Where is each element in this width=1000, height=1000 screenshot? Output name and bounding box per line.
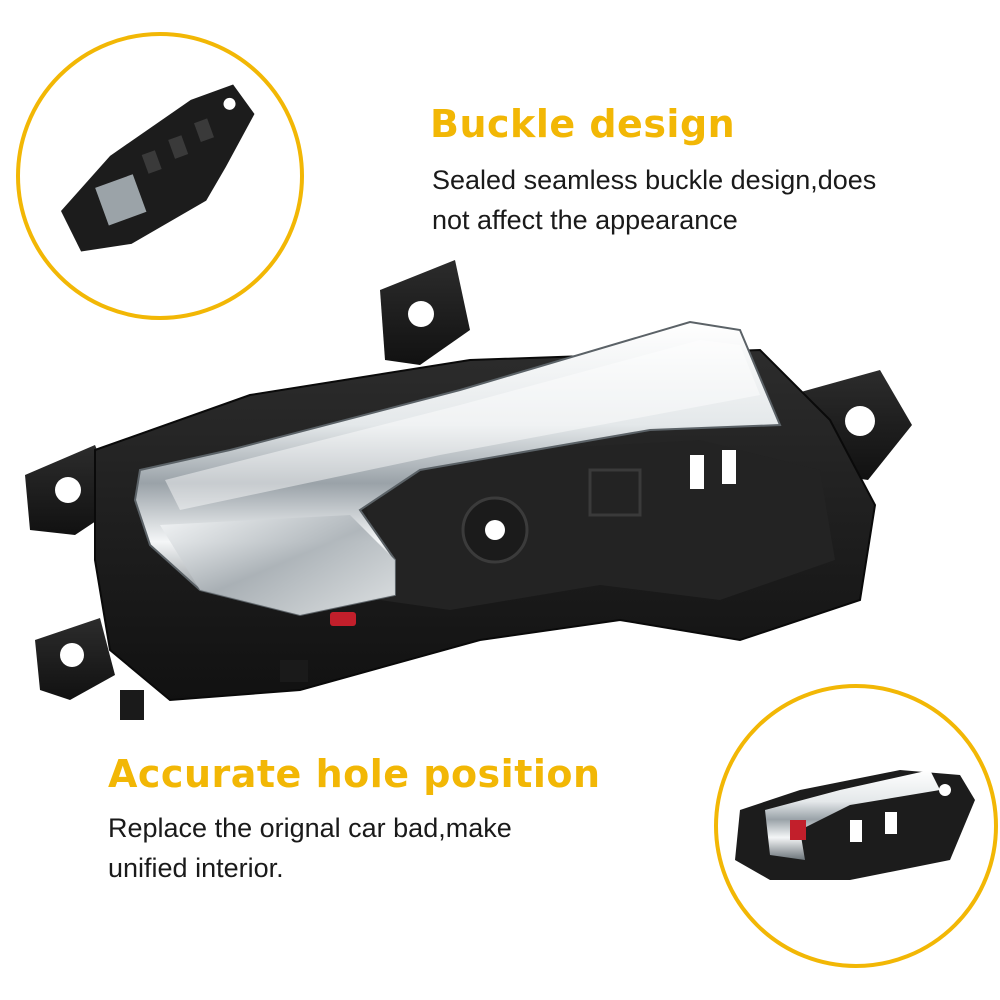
description-line: Sealed seamless buckle design,does xyxy=(432,165,877,195)
mount-hole xyxy=(408,301,434,327)
mount-hole xyxy=(845,406,875,436)
buckle-design-description: Sealed seamless buckle design,does not a… xyxy=(432,160,876,240)
description-line: Replace the orignal car bad,make xyxy=(108,813,512,843)
door-handle-main xyxy=(25,260,912,720)
hole-position-heading: Accurate hole position xyxy=(108,752,601,796)
description-line: not affect the appearance xyxy=(432,205,738,235)
mount-hole xyxy=(60,643,84,667)
description-line: unified interior. xyxy=(108,853,284,883)
detail-circle-top-left xyxy=(16,32,304,320)
mount-hole xyxy=(55,477,81,503)
hole-position-description: Replace the orignal car bad,make unified… xyxy=(108,808,512,888)
buckle-design-heading: Buckle design xyxy=(430,102,736,146)
detail-circle-bottom-right xyxy=(714,684,998,968)
